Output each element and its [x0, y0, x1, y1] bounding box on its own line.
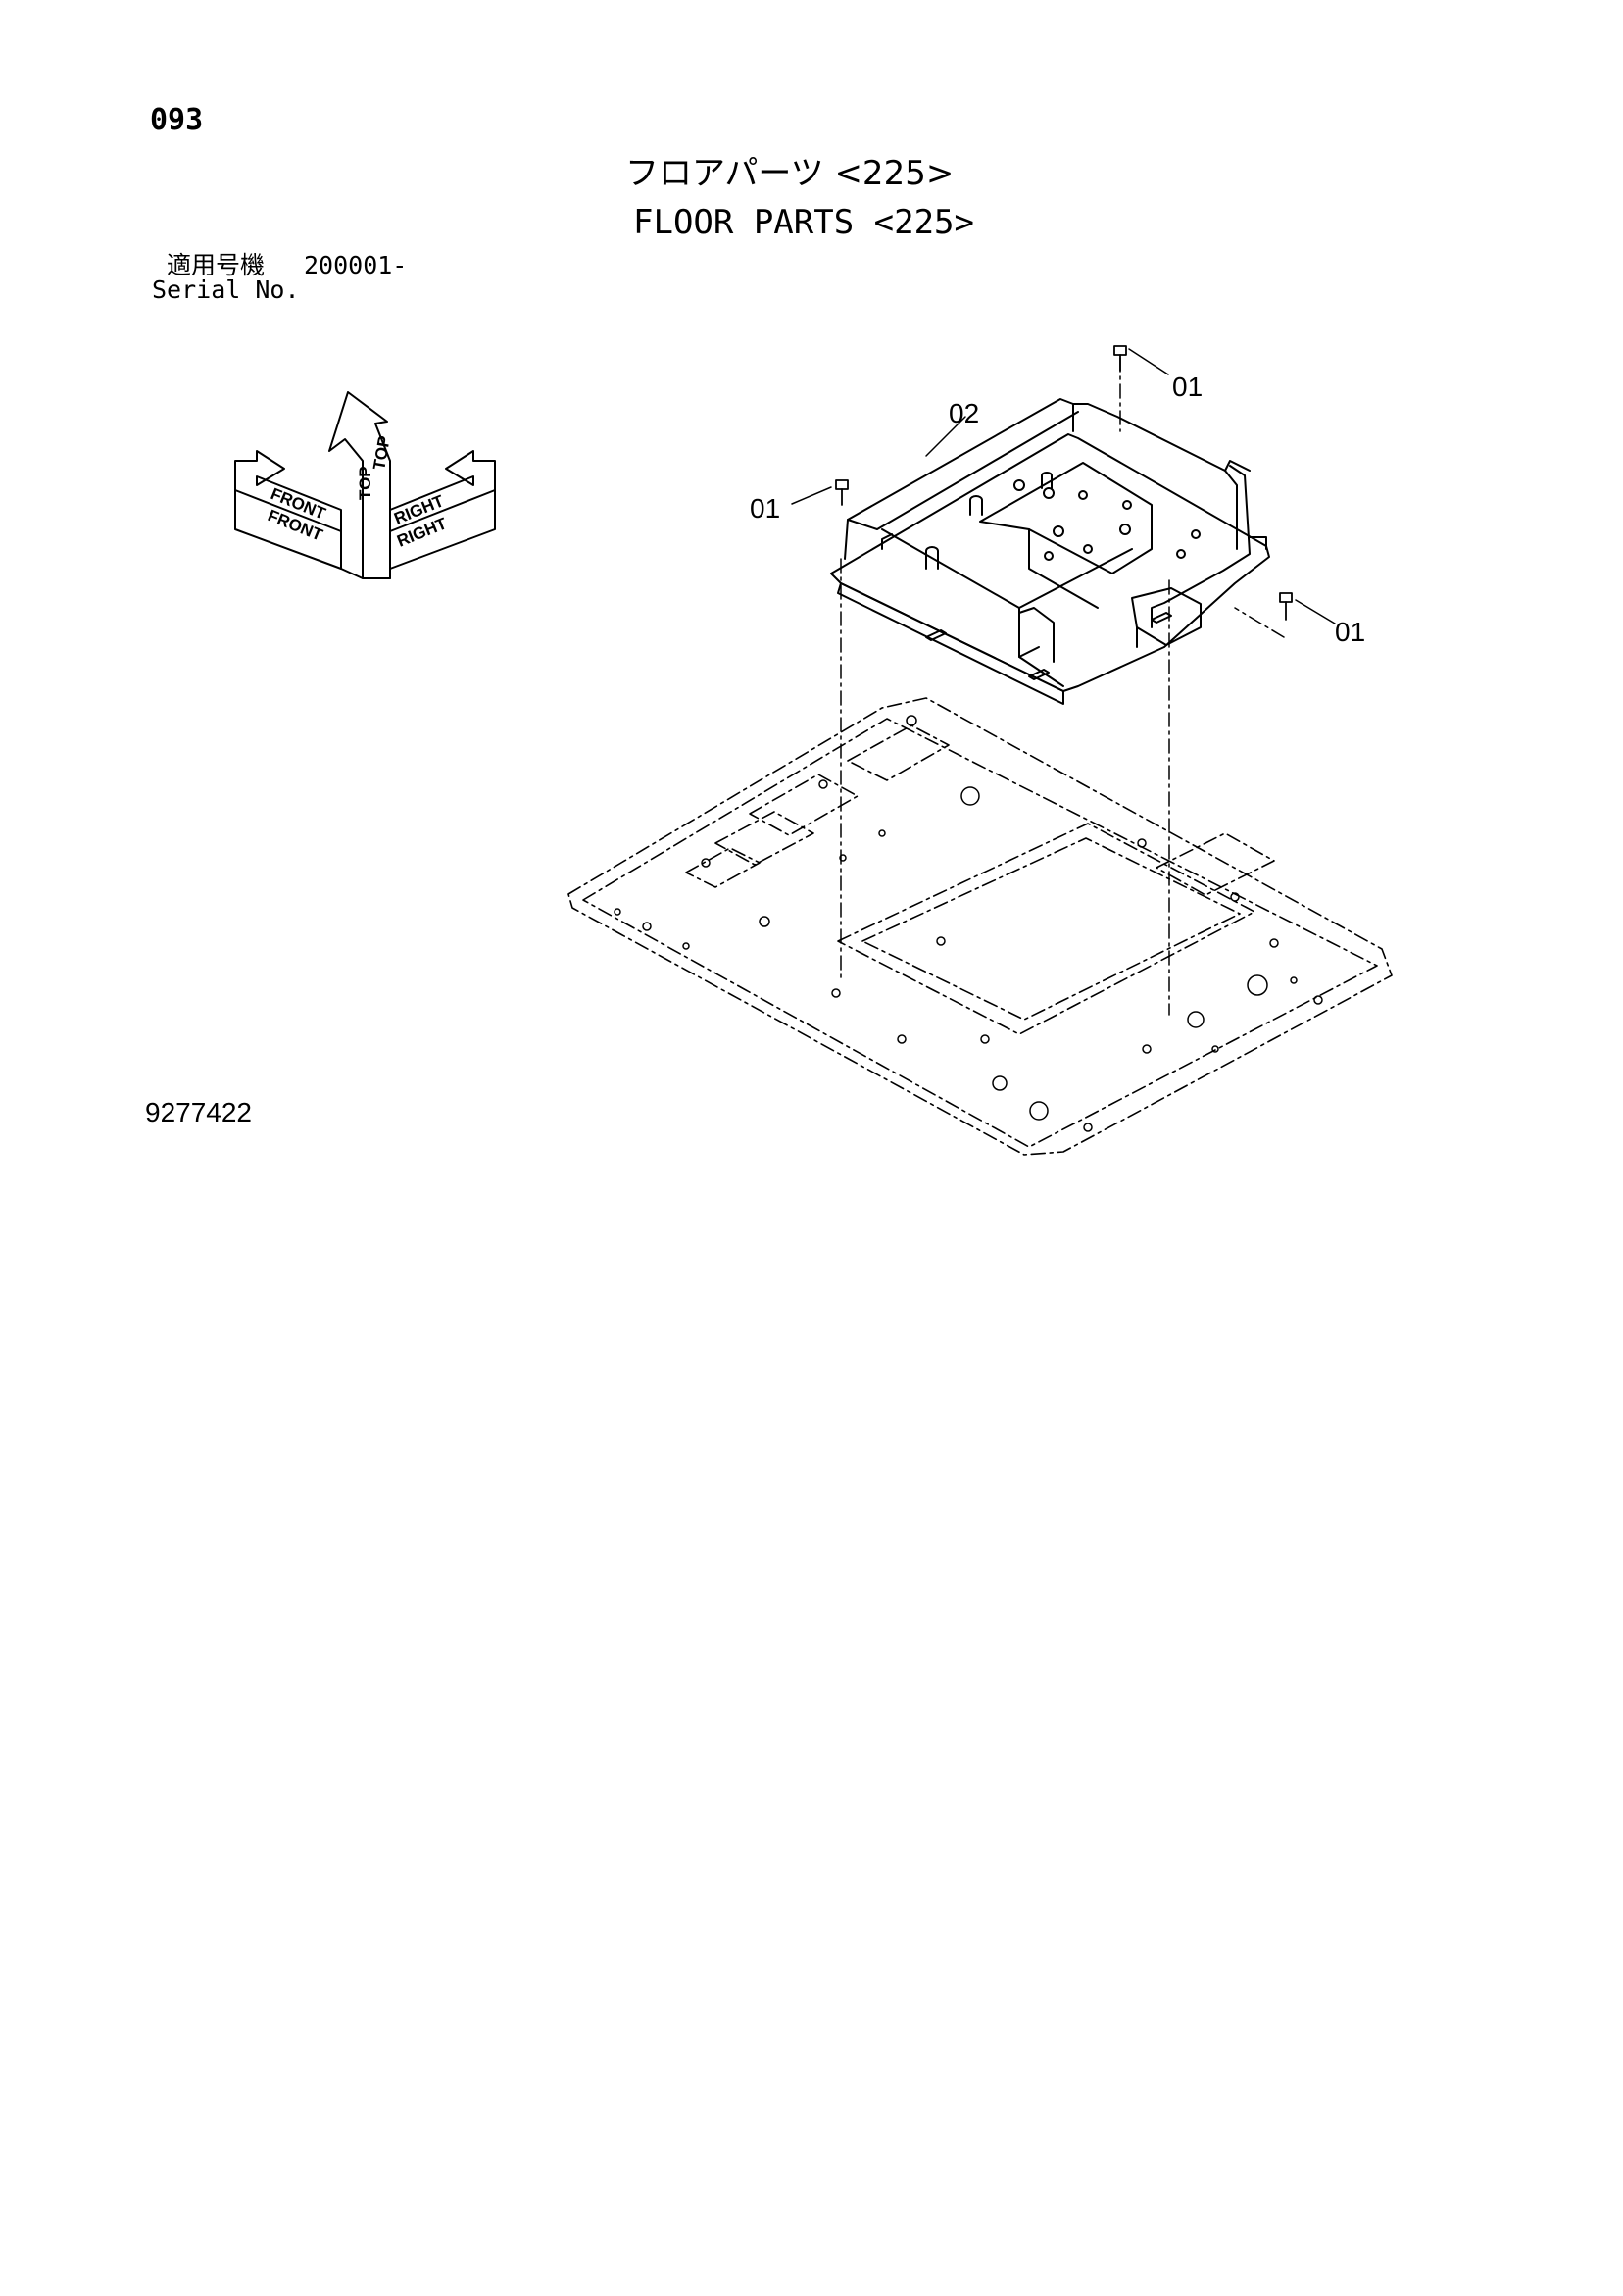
- callout-label-bolt-left: 01: [750, 493, 780, 524]
- serial-label-japanese: 適用号機: [167, 251, 266, 279]
- serial-label-english: Serial No.: [152, 275, 300, 304]
- page-title-english: FLOOR PARTS <225>: [633, 203, 974, 242]
- page-title-japanese: フロアパーツ <225>: [625, 154, 955, 193]
- page-number: 093: [150, 103, 204, 137]
- callout-label-tray: 02: [949, 398, 979, 428]
- bolts: [835, 345, 1293, 621]
- callout-leaders: [791, 348, 1336, 624]
- serial-number-range: 200001-: [304, 251, 408, 279]
- orientation-top-label: TOP: [356, 466, 374, 500]
- floor-plate-holes: [614, 715, 1323, 1132]
- drawing-number: 9277422: [145, 1097, 253, 1127]
- floor-tray: [830, 398, 1270, 705]
- floor-plate-phantom: [567, 697, 1393, 1156]
- callout-label-bolt-right: 01: [1335, 617, 1365, 647]
- orientation-indicator: FRONT FRONT TOP TOP RIGHT RIGHT: [234, 391, 496, 579]
- callout-label-bolt-top: 01: [1172, 372, 1203, 402]
